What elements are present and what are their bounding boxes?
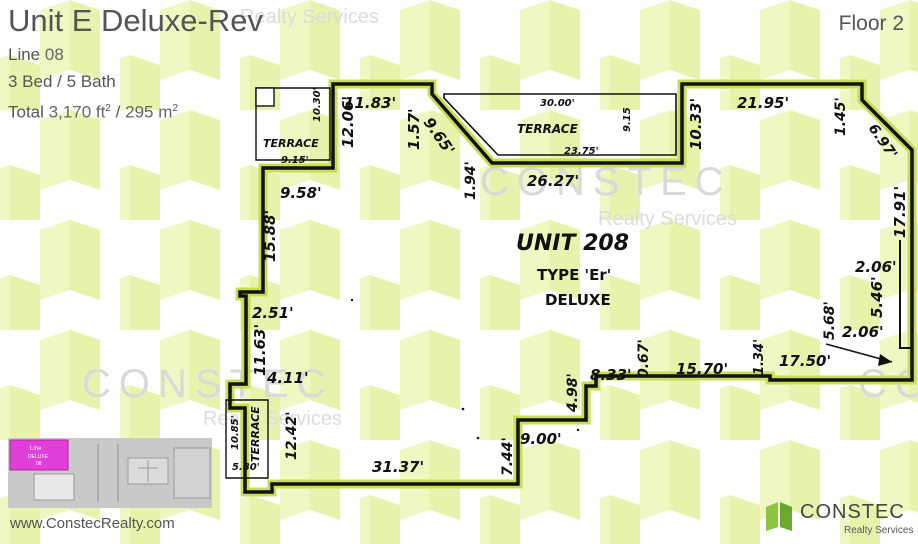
dim-label: 4.98'	[565, 373, 581, 413]
floor-label: Floor 2	[838, 12, 904, 35]
terrace-label-topleft: TERRACE	[263, 137, 319, 150]
line-label: Line	[8, 45, 41, 64]
unit-header: Unit E Deluxe-Rev Line 08 3 Bed / 5 Bath…	[8, 2, 263, 128]
dim-label: 12.06'	[339, 96, 357, 148]
keyplan-highlight	[9, 439, 69, 471]
area-m-sup: 2	[172, 103, 178, 114]
unit-line: Line 08	[8, 40, 263, 70]
dim-label: 31.37'	[372, 458, 424, 476]
dim-label: 23.75'	[564, 146, 599, 157]
brand-sub: Realty Services	[844, 525, 914, 536]
dim-label: 11.63'	[251, 324, 269, 376]
dim-label: 5.80'	[232, 462, 260, 473]
dim-label: 10.85'	[230, 415, 241, 450]
area-ft: 3,170 ft	[48, 102, 106, 122]
dim-label: 9.15	[622, 107, 633, 132]
dim-label: 5.46'	[868, 276, 886, 318]
dim-label: 0.67'	[636, 339, 652, 378]
dim-label: 7.44'	[500, 437, 516, 476]
constec-logo-icon	[766, 502, 792, 531]
dim-label: 1.34'	[752, 339, 767, 375]
dim-label: 17.91'	[891, 186, 909, 238]
dim-label: 8.33'	[590, 366, 632, 384]
dim-label: 1.57'	[405, 108, 423, 150]
watermark-brand-left: CONSTEC	[82, 362, 334, 406]
total-label: Total	[8, 102, 44, 122]
dim-label: 9.00'	[520, 430, 562, 448]
dim-label: 15.70'	[676, 360, 728, 378]
terrace-label-bottomleft: TERRACE	[249, 406, 262, 462]
dim-label: 17.50'	[779, 352, 831, 370]
website-link[interactable]: www.ConstecRealty.com	[10, 515, 175, 532]
dim-label: 11.83'	[344, 94, 396, 112]
watermark-sub-center: Realty Services	[598, 208, 737, 230]
area-ft-sup: 2	[105, 103, 111, 114]
dim-label: 1.94'	[463, 161, 479, 200]
dim-label: 21.95'	[737, 94, 789, 112]
dim-label: 30.00'	[540, 98, 575, 109]
key-plan: Line DELUXE 08	[8, 438, 212, 508]
terrace-label-top: TERRACE	[517, 122, 579, 136]
unit-area: Total 3,170 ft2 / 295 m2	[8, 94, 263, 128]
unit-style-label: DELUXE	[545, 291, 611, 309]
dim-label: 10.33'	[687, 98, 705, 150]
dim-label: 4.11'	[266, 369, 309, 387]
area-m: 295 m	[125, 102, 173, 122]
watermark-sub-left: Realty Services	[203, 408, 342, 430]
watermark-sub-top: Realty Services	[240, 6, 379, 28]
keyplan-text-2: DELUXE	[28, 454, 49, 460]
dim-label: 1.45'	[833, 97, 849, 136]
unit-type-label: TYPE 'Er'	[537, 266, 611, 284]
dim-label: 9.15'	[281, 155, 309, 166]
brand-name: CONSTEC	[800, 501, 905, 523]
unit-title: Unit E Deluxe-Rev	[8, 3, 263, 38]
dim-label: 15.88'	[261, 210, 279, 262]
keyplan-text-1: Line	[30, 446, 42, 452]
dim-label: 2.06'	[842, 323, 884, 341]
unit-name-label: UNIT 208	[516, 231, 629, 256]
dim-label: 26.27'	[527, 172, 579, 190]
dim-label: 10.30'	[312, 87, 323, 122]
line-value: 08	[44, 45, 64, 64]
dim-label: 2.51'	[252, 304, 294, 322]
dim-label: 9.58'	[280, 184, 322, 202]
plan-outline	[228, 82, 914, 494]
brand-logo: CONSTEC Realty Services	[764, 495, 914, 539]
dim-label: 12.42'	[284, 411, 300, 460]
dim-label: 2.06'	[855, 258, 897, 276]
dim-label: 5.68'	[822, 301, 838, 340]
area-sep: /	[110, 102, 126, 122]
keyplan-text-3: 08	[36, 461, 42, 467]
unit-beds-baths: 3 Bed / 5 Bath	[8, 72, 116, 91]
